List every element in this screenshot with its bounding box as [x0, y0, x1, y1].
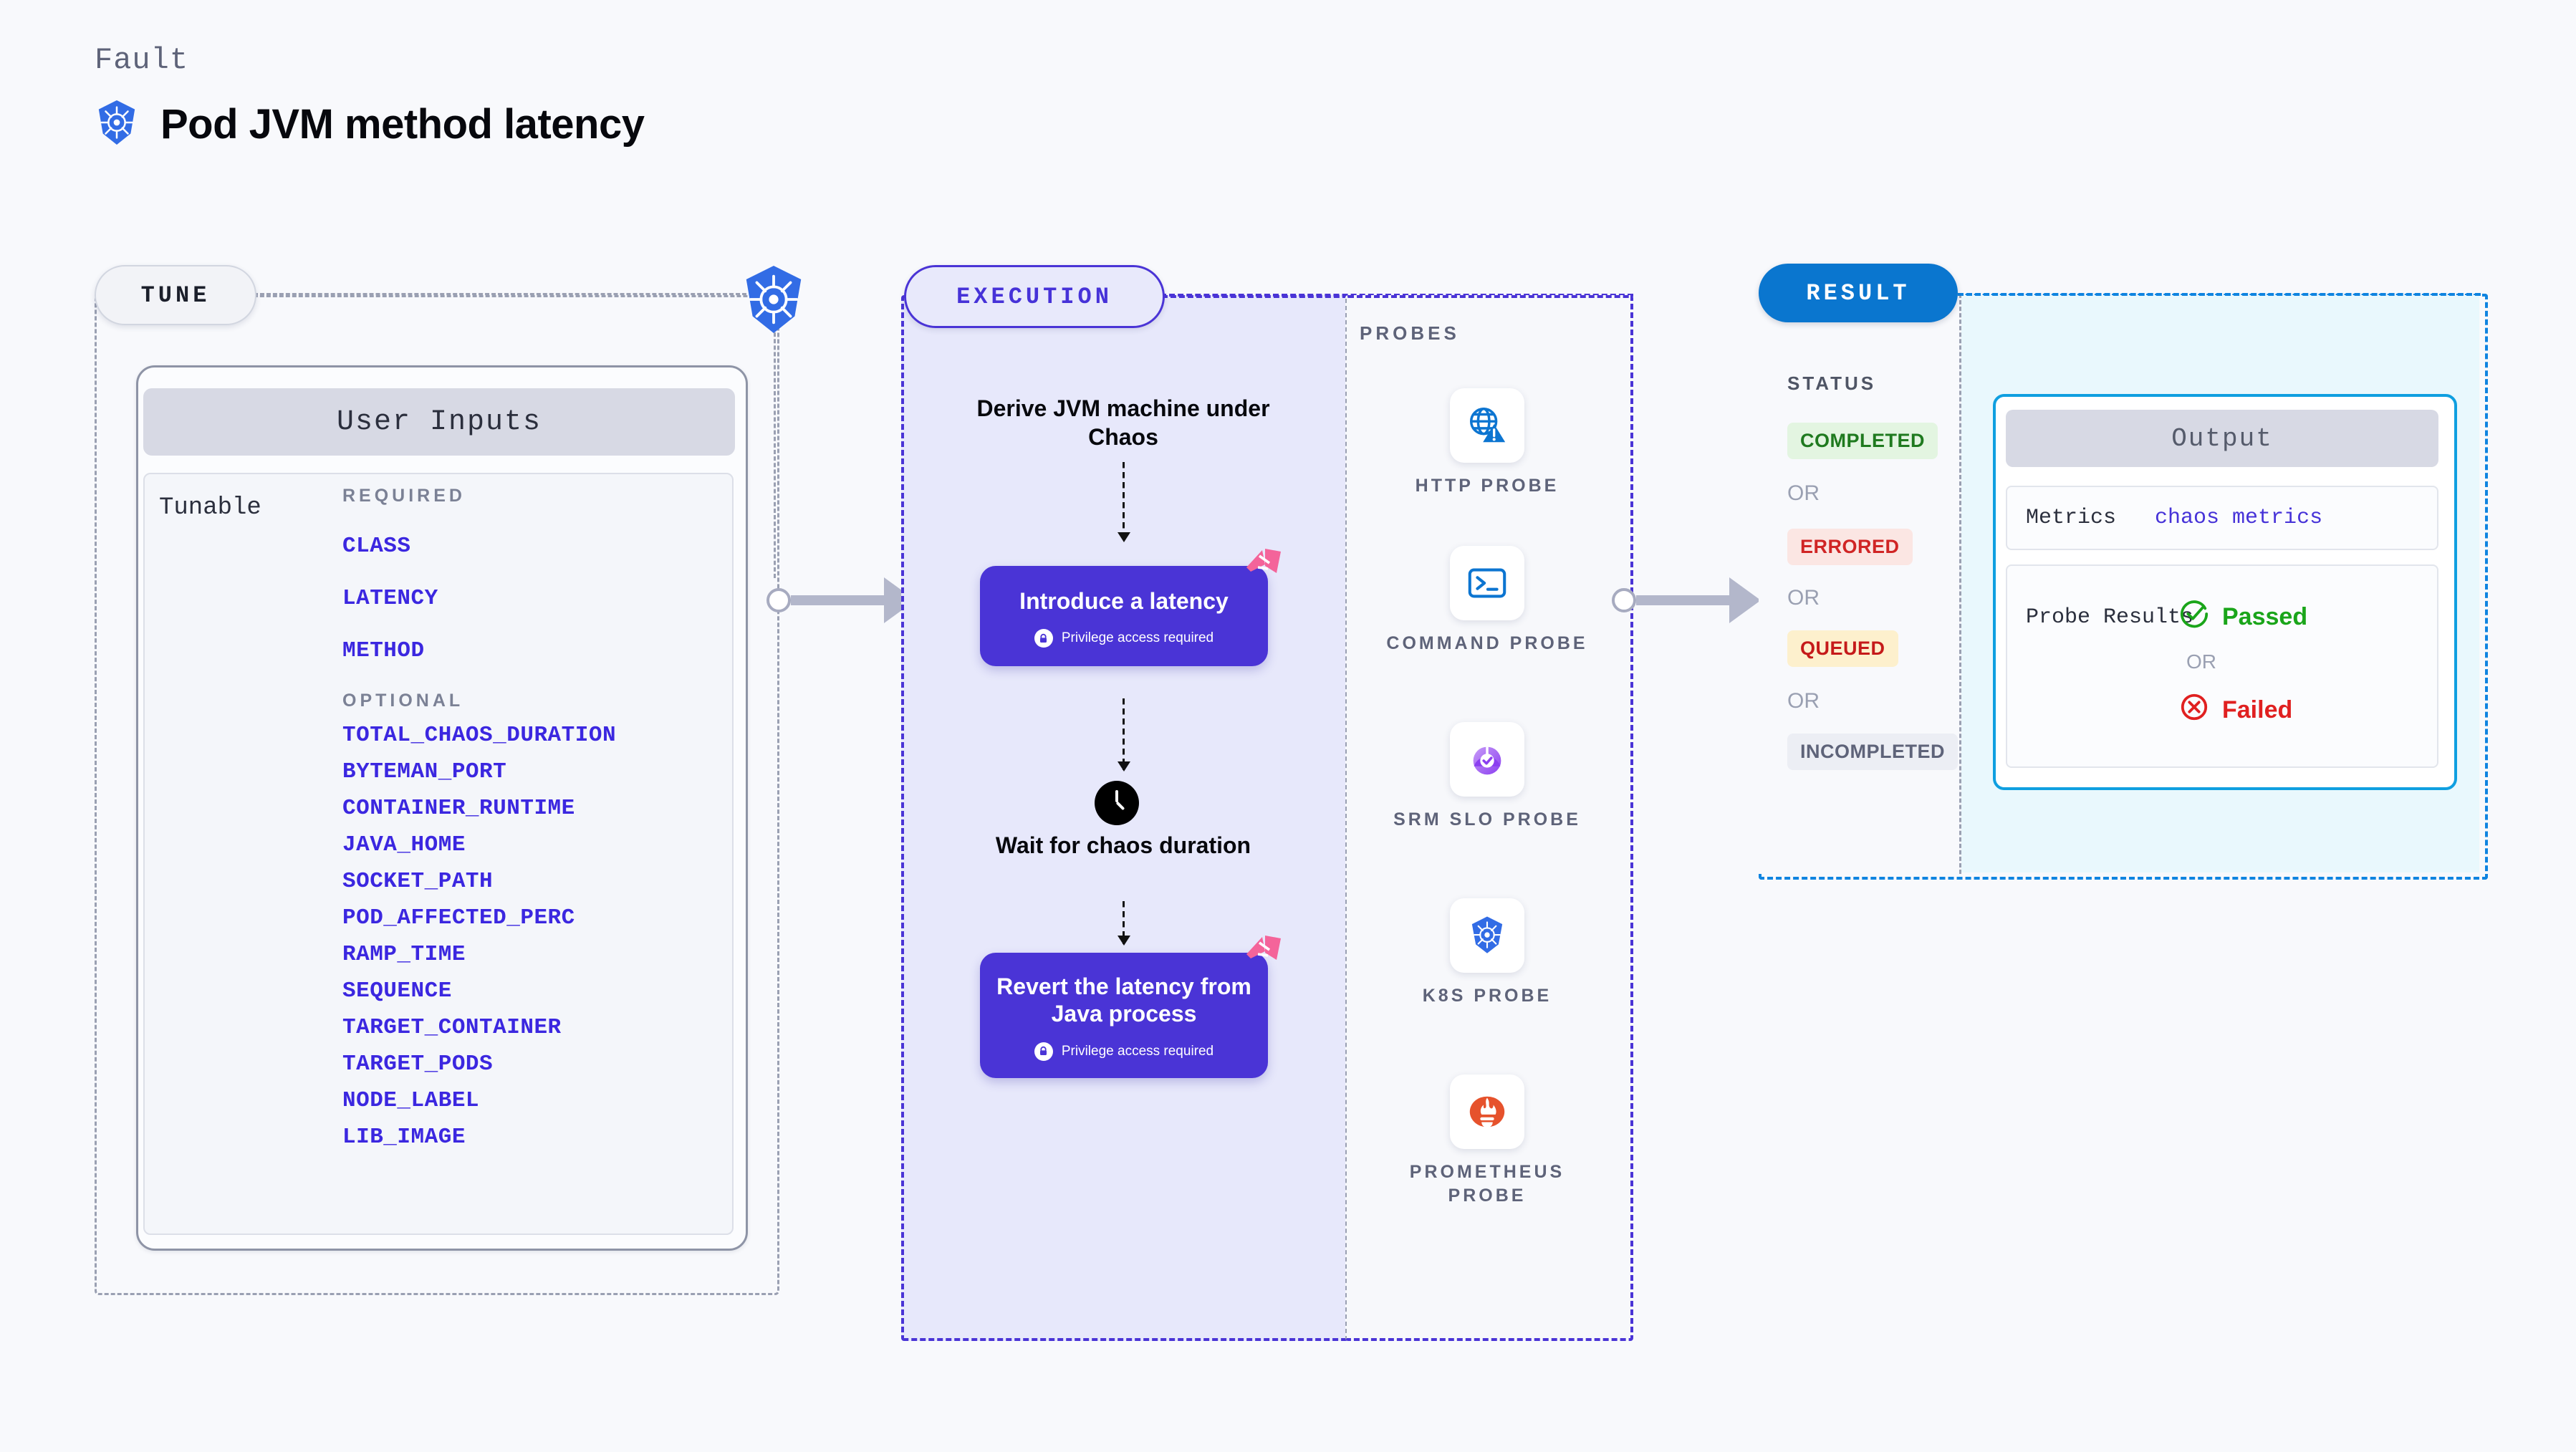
tunable-box: [143, 473, 734, 1235]
privilege-note: Privilege access required: [991, 1042, 1256, 1061]
arrow-introduce-to-wait: [1118, 698, 1130, 771]
param-sequence[interactable]: SEQUENCE: [342, 979, 452, 1004]
probes-panel: [1345, 295, 1633, 1341]
probe-results-row: Probe Results Passed OR Failed: [2006, 564, 2438, 768]
user-inputs-title: User Inputs: [336, 405, 542, 438]
execution-card-introduce-latency[interactable]: Introduce a latency Privilege access req…: [980, 549, 1281, 667]
harness-chaos-icon: [1244, 547, 1284, 582]
probe-k8s[interactable]: K8S PROBE: [1380, 898, 1595, 1008]
status-badge-queued: QUEUED: [1787, 630, 1898, 667]
card-title: Introduce a latency: [1019, 588, 1229, 614]
param-class[interactable]: CLASS: [342, 534, 411, 559]
probe-label: SRM SLO PROBE: [1393, 809, 1581, 830]
status-badge-incompleted: INCOMPLETED: [1787, 734, 1959, 770]
param-ramp-time[interactable]: RAMP_TIME: [342, 942, 466, 967]
optional-heading: OPTIONAL: [342, 691, 464, 711]
param-java-home[interactable]: JAVA_HOME: [342, 832, 466, 857]
x-circle-icon: [2179, 692, 2209, 729]
step-wait-for-chaos: Wait for chaos duration: [995, 832, 1251, 858]
tune-stage-badge[interactable]: TUNE: [95, 265, 256, 325]
globe-warning-icon: [1450, 388, 1524, 463]
required-list: CLASS LATENCY METHOD: [342, 534, 715, 663]
execution-stage-badge[interactable]: EXECUTION: [904, 265, 1165, 328]
result-stage-badge[interactable]: RESULT: [1759, 264, 1958, 322]
privilege-text: Privilege access required: [1061, 630, 1214, 646]
metrics-row: Metrics chaos metrics: [2006, 486, 2438, 550]
param-byteman-port[interactable]: BYTEMAN_PORT: [342, 759, 507, 784]
kubernetes-icon: [738, 264, 809, 335]
kubernetes-icon: [1450, 898, 1524, 973]
param-lib-image[interactable]: LIB_IMAGE: [342, 1125, 466, 1150]
result-status-column: [1759, 294, 1961, 874]
probe-result-passed: Passed: [2179, 599, 2307, 635]
k8s-connector-dash: [774, 326, 776, 578]
result-top-dash: [1958, 293, 2481, 296]
probes-title: PROBES: [1360, 322, 1460, 344]
card-title: Revert the latency from Java process: [996, 973, 1251, 1027]
check-circle-icon: [2179, 599, 2209, 635]
status-or-1: OR: [1787, 481, 1820, 505]
status-title: STATUS: [1787, 372, 1877, 394]
terminal-icon: [1450, 546, 1524, 620]
status-or-2: OR: [1787, 586, 1820, 610]
param-method[interactable]: METHOD: [342, 638, 425, 663]
arrow-derive-to-introduce: [1118, 462, 1130, 542]
param-target-pods[interactable]: TARGET_PODS: [342, 1052, 494, 1077]
status-or-3: OR: [1787, 689, 1820, 713]
param-socket-path[interactable]: SOCKET_PATH: [342, 869, 494, 894]
required-heading: REQUIRED: [342, 486, 466, 506]
privilege-note: Privilege access required: [991, 629, 1256, 648]
page-header: Fault Pod JVM method latency: [95, 43, 645, 150]
arrow-wait-to-revert: [1118, 901, 1130, 946]
passed-label: Passed: [2222, 603, 2308, 630]
probe-label: K8S PROBE: [1422, 986, 1552, 1006]
probe-result-failed: Failed: [2179, 692, 2292, 729]
metrics-label: Metrics: [2026, 506, 2117, 530]
harness-chaos-icon: [1244, 934, 1284, 968]
optional-list: TOTAL_CHAOS_DURATION BYTEMAN_PORT CONTAI…: [342, 723, 715, 1150]
param-target-container[interactable]: TARGET_CONTAINER: [342, 1015, 562, 1040]
status-badge-completed: COMPLETED: [1787, 423, 1938, 459]
tune-panel: [95, 295, 779, 1295]
output-header: Output: [2006, 410, 2438, 467]
probe-command[interactable]: COMMAND PROBE: [1380, 546, 1595, 655]
kubernetes-icon: [95, 99, 139, 150]
lock-icon: [1034, 1042, 1053, 1061]
probe-label: HTTP PROBE: [1415, 476, 1559, 496]
probe-label: COMMAND PROBE: [1386, 633, 1588, 653]
tune-top-dash: [254, 293, 746, 295]
param-latency[interactable]: LATENCY: [342, 586, 438, 611]
param-pod-affected-perc[interactable]: POD_AFFECTED_PERC: [342, 905, 575, 931]
prometheus-flame-icon: [1450, 1074, 1524, 1149]
param-total-chaos-duration[interactable]: TOTAL_CHAOS_DURATION: [342, 723, 617, 748]
status-badge-errored: ERRORED: [1787, 529, 1913, 565]
clock-icon: [1095, 781, 1139, 825]
probe-results-label: Probe Results: [2026, 605, 2194, 630]
page-title: Pod JVM method latency: [160, 101, 645, 148]
probe-result-or: OR: [2186, 650, 2216, 673]
failed-label: Failed: [2222, 696, 2293, 723]
slo-gauge-icon: [1450, 722, 1524, 797]
probe-http[interactable]: HTTP PROBE: [1380, 388, 1595, 498]
probe-label: PROMETHEUS PROBE: [1409, 1162, 1565, 1206]
tunable-label: Tunable: [159, 494, 261, 521]
parameter-column: REQUIRED CLASS LATENCY METHOD OPTIONAL T…: [342, 486, 715, 1150]
execution-card-revert-latency[interactable]: Revert the latency from Java process Pri…: [980, 936, 1281, 1078]
title-row: Pod JVM method latency: [95, 99, 645, 150]
param-container-runtime[interactable]: CONTAINER_RUNTIME: [342, 796, 575, 821]
step-derive-jvm: Derive JVM machine under Chaos: [976, 395, 1270, 450]
probe-prometheus[interactable]: PROMETHEUS PROBE: [1380, 1074, 1595, 1207]
param-node-label[interactable]: NODE_LABEL: [342, 1088, 480, 1113]
output-title: Output: [2171, 423, 2273, 453]
fault-eyebrow: Fault: [95, 43, 189, 77]
metrics-link[interactable]: chaos metrics: [2155, 506, 2323, 530]
probe-srm-slo[interactable]: SRM SLO PROBE: [1380, 722, 1595, 832]
lock-icon: [1034, 629, 1053, 648]
privilege-text: Privilege access required: [1061, 1043, 1214, 1059]
user-inputs-header: User Inputs: [143, 388, 735, 456]
